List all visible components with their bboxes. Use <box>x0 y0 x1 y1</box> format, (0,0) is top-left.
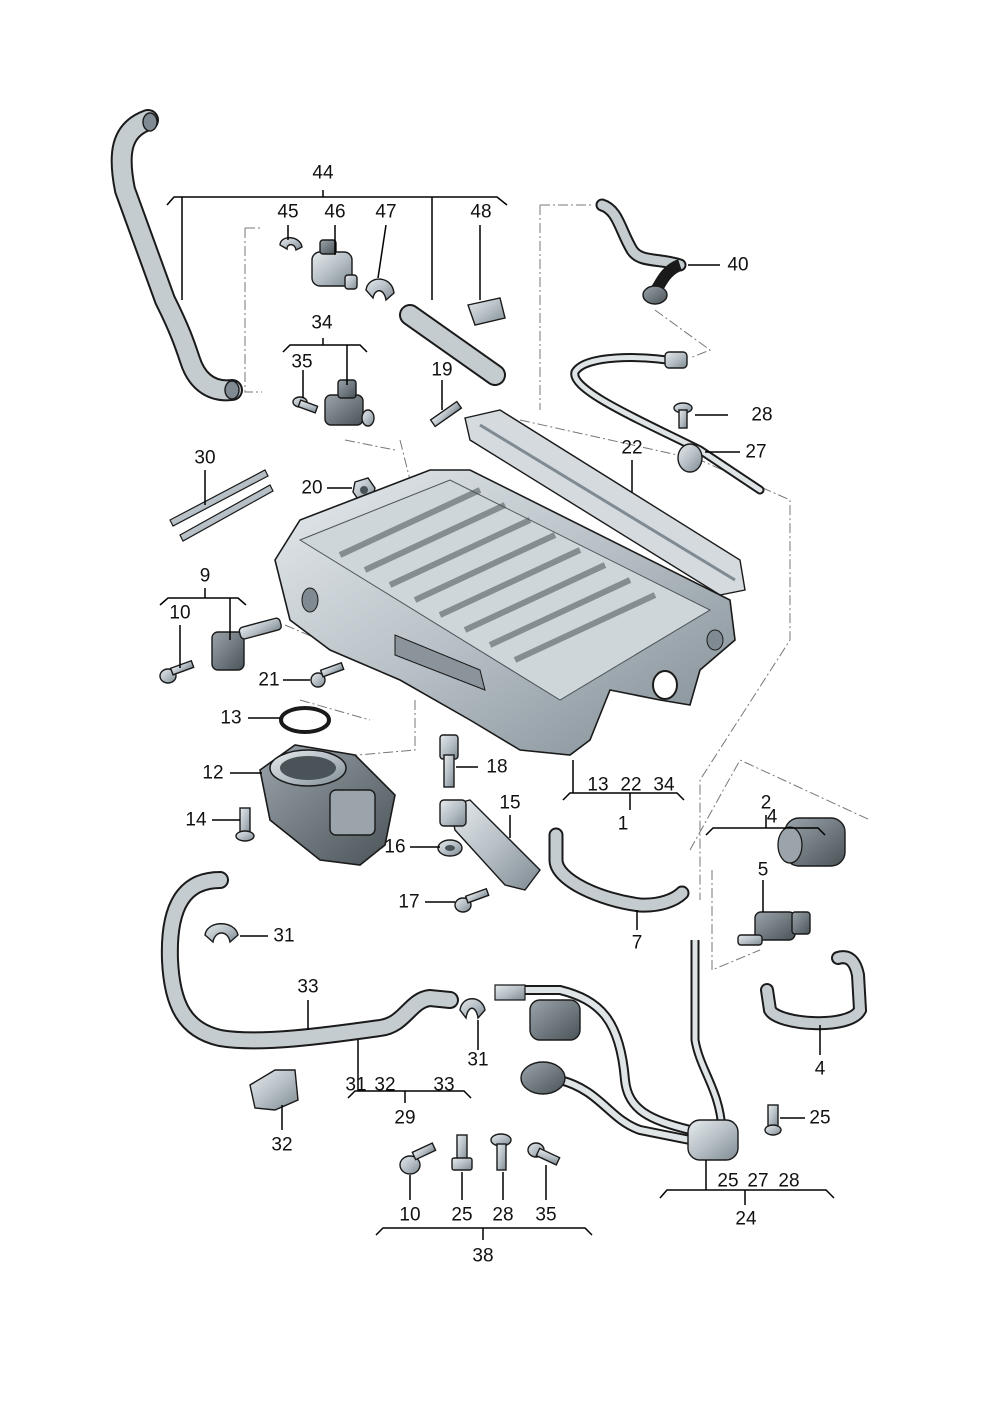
clamp-47 <box>365 278 395 302</box>
callout-27-group: 27 <box>747 1170 769 1192</box>
callout-4-top: 4 <box>766 806 778 828</box>
hose-4-lower <box>760 950 868 1031</box>
vacuum-line-27 <box>570 351 765 495</box>
callout-31-bottom: 31 <box>345 1074 367 1096</box>
hose-44-middle <box>399 304 506 386</box>
callout-46: 46 <box>324 201 346 223</box>
callout-1: 1 <box>617 813 629 835</box>
throttle-body-12 <box>259 744 396 866</box>
callout-28-top: 28 <box>751 404 773 426</box>
callout-29: 29 <box>394 1107 416 1129</box>
bolt-25-bottom <box>451 1134 473 1171</box>
callout-10-left: 10 <box>169 602 191 624</box>
clip-32 <box>249 1069 299 1111</box>
callout-40: 40 <box>727 254 749 276</box>
bracket-15 <box>439 799 541 891</box>
clamp-31-mid <box>459 998 486 1020</box>
callout-24: 24 <box>735 1208 757 1230</box>
screw-10-left <box>159 659 195 684</box>
callout-33-bottom: 33 <box>433 1074 455 1096</box>
callout-9: 9 <box>199 565 211 587</box>
valve-46 <box>311 239 358 290</box>
clip-45 <box>279 237 303 252</box>
callout-19: 19 <box>431 359 453 381</box>
callout-45: 45 <box>277 201 299 223</box>
sensor-9 <box>211 617 282 671</box>
stud-18 <box>439 734 459 788</box>
callout-22-right: 22 <box>620 774 642 796</box>
sensor-5 <box>737 911 811 946</box>
bolt-28-bottom <box>490 1133 512 1171</box>
callout-17: 17 <box>398 891 420 913</box>
callout-28-bottom: 28 <box>492 1204 514 1226</box>
callout-38: 38 <box>472 1245 494 1267</box>
callout-10-bottom: 10 <box>399 1204 421 1226</box>
callout-35: 35 <box>291 351 313 373</box>
callout-18: 18 <box>486 756 508 778</box>
bolt-14 <box>235 807 255 842</box>
gasket-22 <box>464 409 746 596</box>
breather-pipe-40 <box>595 198 687 305</box>
callout-7: 7 <box>631 932 643 954</box>
callout-2: 2 <box>760 792 772 814</box>
sensor-34 <box>324 379 375 427</box>
callout-15: 15 <box>499 792 521 814</box>
callout-48: 48 <box>470 201 492 223</box>
assembly-lines <box>244 204 871 971</box>
callout-25-group: 25 <box>717 1170 739 1192</box>
screw-35-top <box>292 396 319 414</box>
callout-20: 20 <box>301 477 323 499</box>
hose-33 <box>160 871 459 1050</box>
valve-4 <box>777 817 846 867</box>
intake-manifold <box>274 469 736 756</box>
callout-5: 5 <box>757 859 769 881</box>
coolant-hose-left <box>110 109 243 402</box>
callout-44: 44 <box>312 162 334 184</box>
bolt-35-bottom <box>527 1142 561 1166</box>
screw-21 <box>310 661 345 688</box>
callout-22: 22 <box>621 437 643 459</box>
callout-32: 32 <box>271 1134 293 1156</box>
callout-31-top: 31 <box>273 925 295 947</box>
bracket-48 <box>467 297 506 326</box>
bolt-25-right <box>764 1104 782 1136</box>
callout-34-right: 34 <box>653 774 675 796</box>
callout-21: 21 <box>258 669 280 691</box>
pipe-assembly-24 <box>494 940 739 1161</box>
callout-12: 12 <box>202 762 224 784</box>
callout-31-mid: 31 <box>467 1049 489 1071</box>
callout-14: 14 <box>185 809 207 831</box>
callout-4-bottom: 4 <box>814 1058 826 1080</box>
callout-34: 34 <box>311 312 333 334</box>
callout-16: 16 <box>384 836 406 858</box>
callout-13-right: 13 <box>587 774 609 796</box>
stud-19 <box>429 400 463 428</box>
callout-13-left: 13 <box>220 707 242 729</box>
callout-25-right: 25 <box>809 1107 831 1129</box>
leader-lines <box>159 190 835 1240</box>
o-ring-13 <box>279 706 331 734</box>
callout-47: 47 <box>375 201 397 223</box>
hose-7 <box>548 827 690 913</box>
bolt-17 <box>454 887 490 913</box>
callout-35-bottom: 35 <box>535 1204 557 1226</box>
bolt-10-bottom <box>399 1142 437 1175</box>
callout-25-bottom: 25 <box>451 1204 473 1226</box>
bushing-16 <box>437 839 463 857</box>
strip-30 <box>169 469 274 542</box>
screw-28-top <box>673 402 693 429</box>
callout-27: 27 <box>745 441 767 463</box>
callout-30: 30 <box>194 447 216 469</box>
clamp-31-top <box>204 923 239 944</box>
callout-28-group: 28 <box>778 1170 800 1192</box>
callout-33: 33 <box>297 976 319 998</box>
callout-32-bottom: 32 <box>374 1074 396 1096</box>
